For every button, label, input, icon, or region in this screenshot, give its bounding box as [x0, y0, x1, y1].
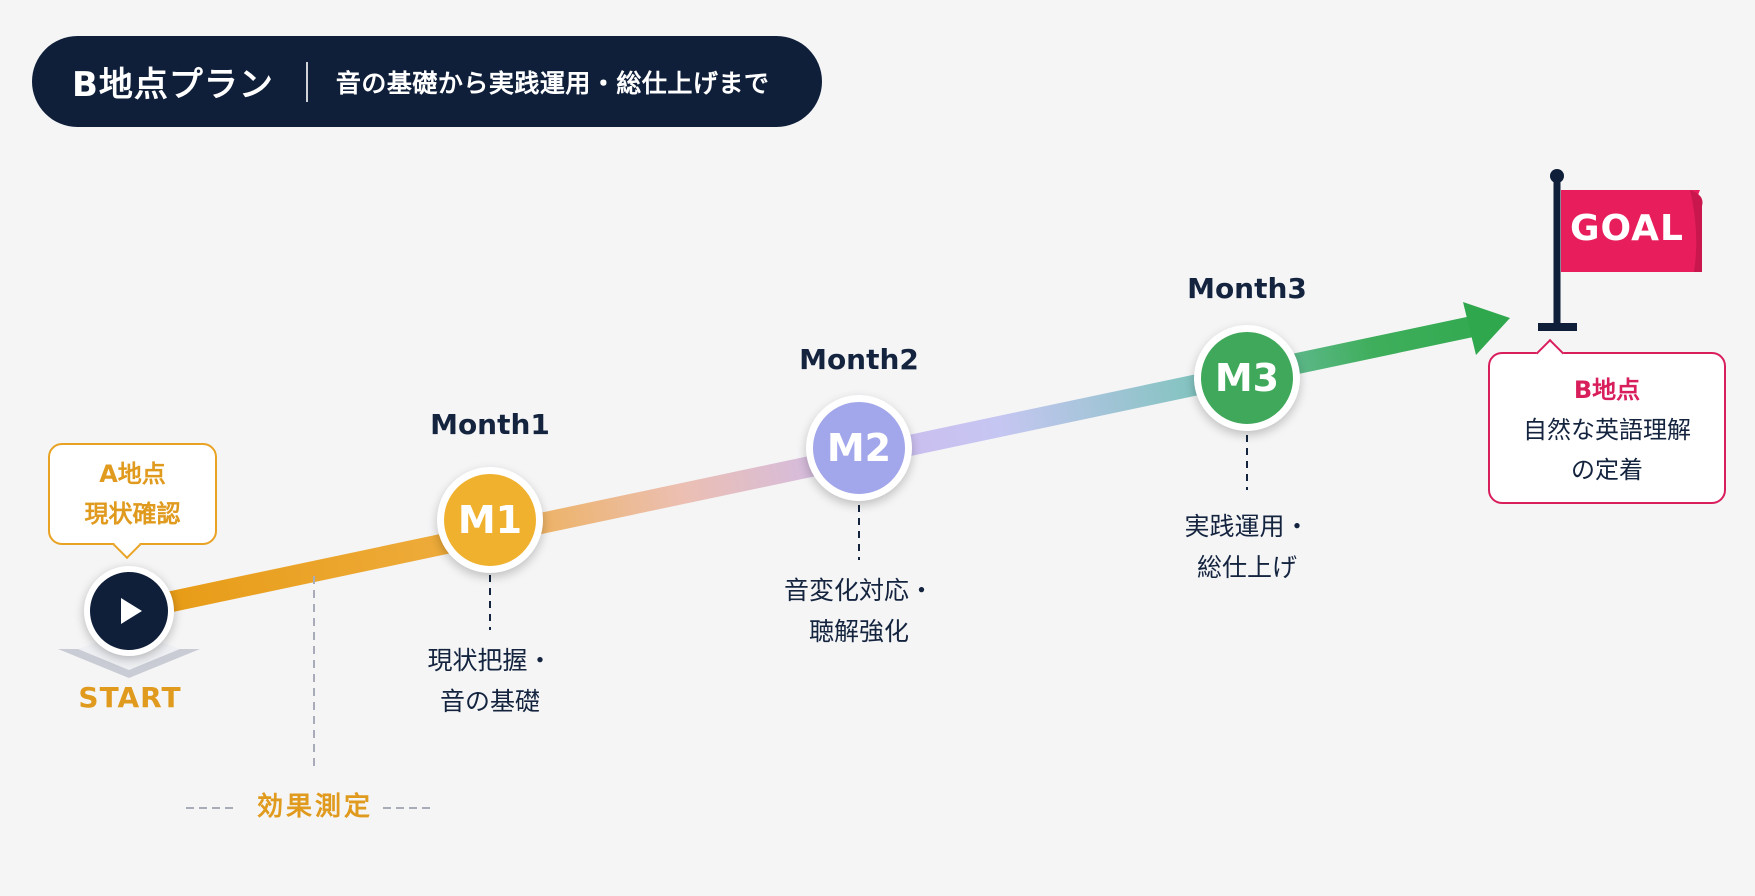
goal-callout: B地点 自然な英語理解 の定着	[1488, 352, 1726, 504]
goal-callout-line2: の定着	[1571, 456, 1643, 484]
month2-label: Month2	[799, 343, 919, 376]
m3-desc-line1: 実践運用・	[1184, 512, 1310, 541]
plan-title: B地点プラン	[72, 65, 274, 105]
month1-label: Month1	[430, 408, 550, 441]
flag-pole-base	[1538, 323, 1577, 331]
m3-desc-line2: 総仕上げ	[1196, 553, 1297, 582]
goal-callout-title: B地点	[1573, 376, 1641, 404]
goal-flag-wave	[1690, 190, 1703, 272]
goal-flag	[1561, 190, 1701, 272]
m1-description: 現状把握・ 音の基礎	[370, 640, 610, 722]
milestone-m1: M1	[437, 467, 543, 573]
milestone-m3: M3	[1194, 325, 1300, 431]
measure-label: 効果測定	[256, 792, 373, 822]
m2-desc-line2: 聴解強化	[808, 617, 909, 646]
play-icon	[121, 598, 142, 624]
header-divider	[305, 61, 308, 102]
goal-flag-text: GOAL	[1570, 208, 1684, 249]
start-callout: A地点 現状確認	[48, 443, 217, 545]
start-callout-text: 現状確認	[84, 500, 181, 528]
month3-label: Month3	[1187, 272, 1307, 305]
m2-badge-text: M2	[826, 426, 892, 470]
flag-pole-top	[1550, 169, 1564, 183]
m1-desc-line1: 現状把握・	[427, 646, 553, 675]
start-callout-title: A地点	[99, 460, 166, 488]
progress-arrowhead	[1463, 302, 1510, 355]
goal-callout-line1: 自然な英語理解	[1523, 416, 1691, 444]
header-bar: B地点プラン 音の基礎から実践運用・総仕上げまで	[32, 36, 822, 127]
m2-description: 音変化対応・ 聴解強化	[739, 570, 979, 652]
plan-subtitle: 音の基礎から実践運用・総仕上げまで	[335, 68, 770, 98]
start-label: START	[78, 681, 182, 714]
m3-description: 実践運用・ 総仕上げ	[1127, 506, 1367, 588]
m3-badge-text: M3	[1214, 356, 1280, 400]
m1-desc-line2: 音の基礎	[439, 687, 540, 716]
start-play-button[interactable]	[84, 566, 174, 656]
milestone-m2: M2	[806, 395, 912, 501]
m2-desc-line1: 音変化対応・	[783, 576, 934, 605]
m1-badge-text: M1	[457, 498, 523, 542]
